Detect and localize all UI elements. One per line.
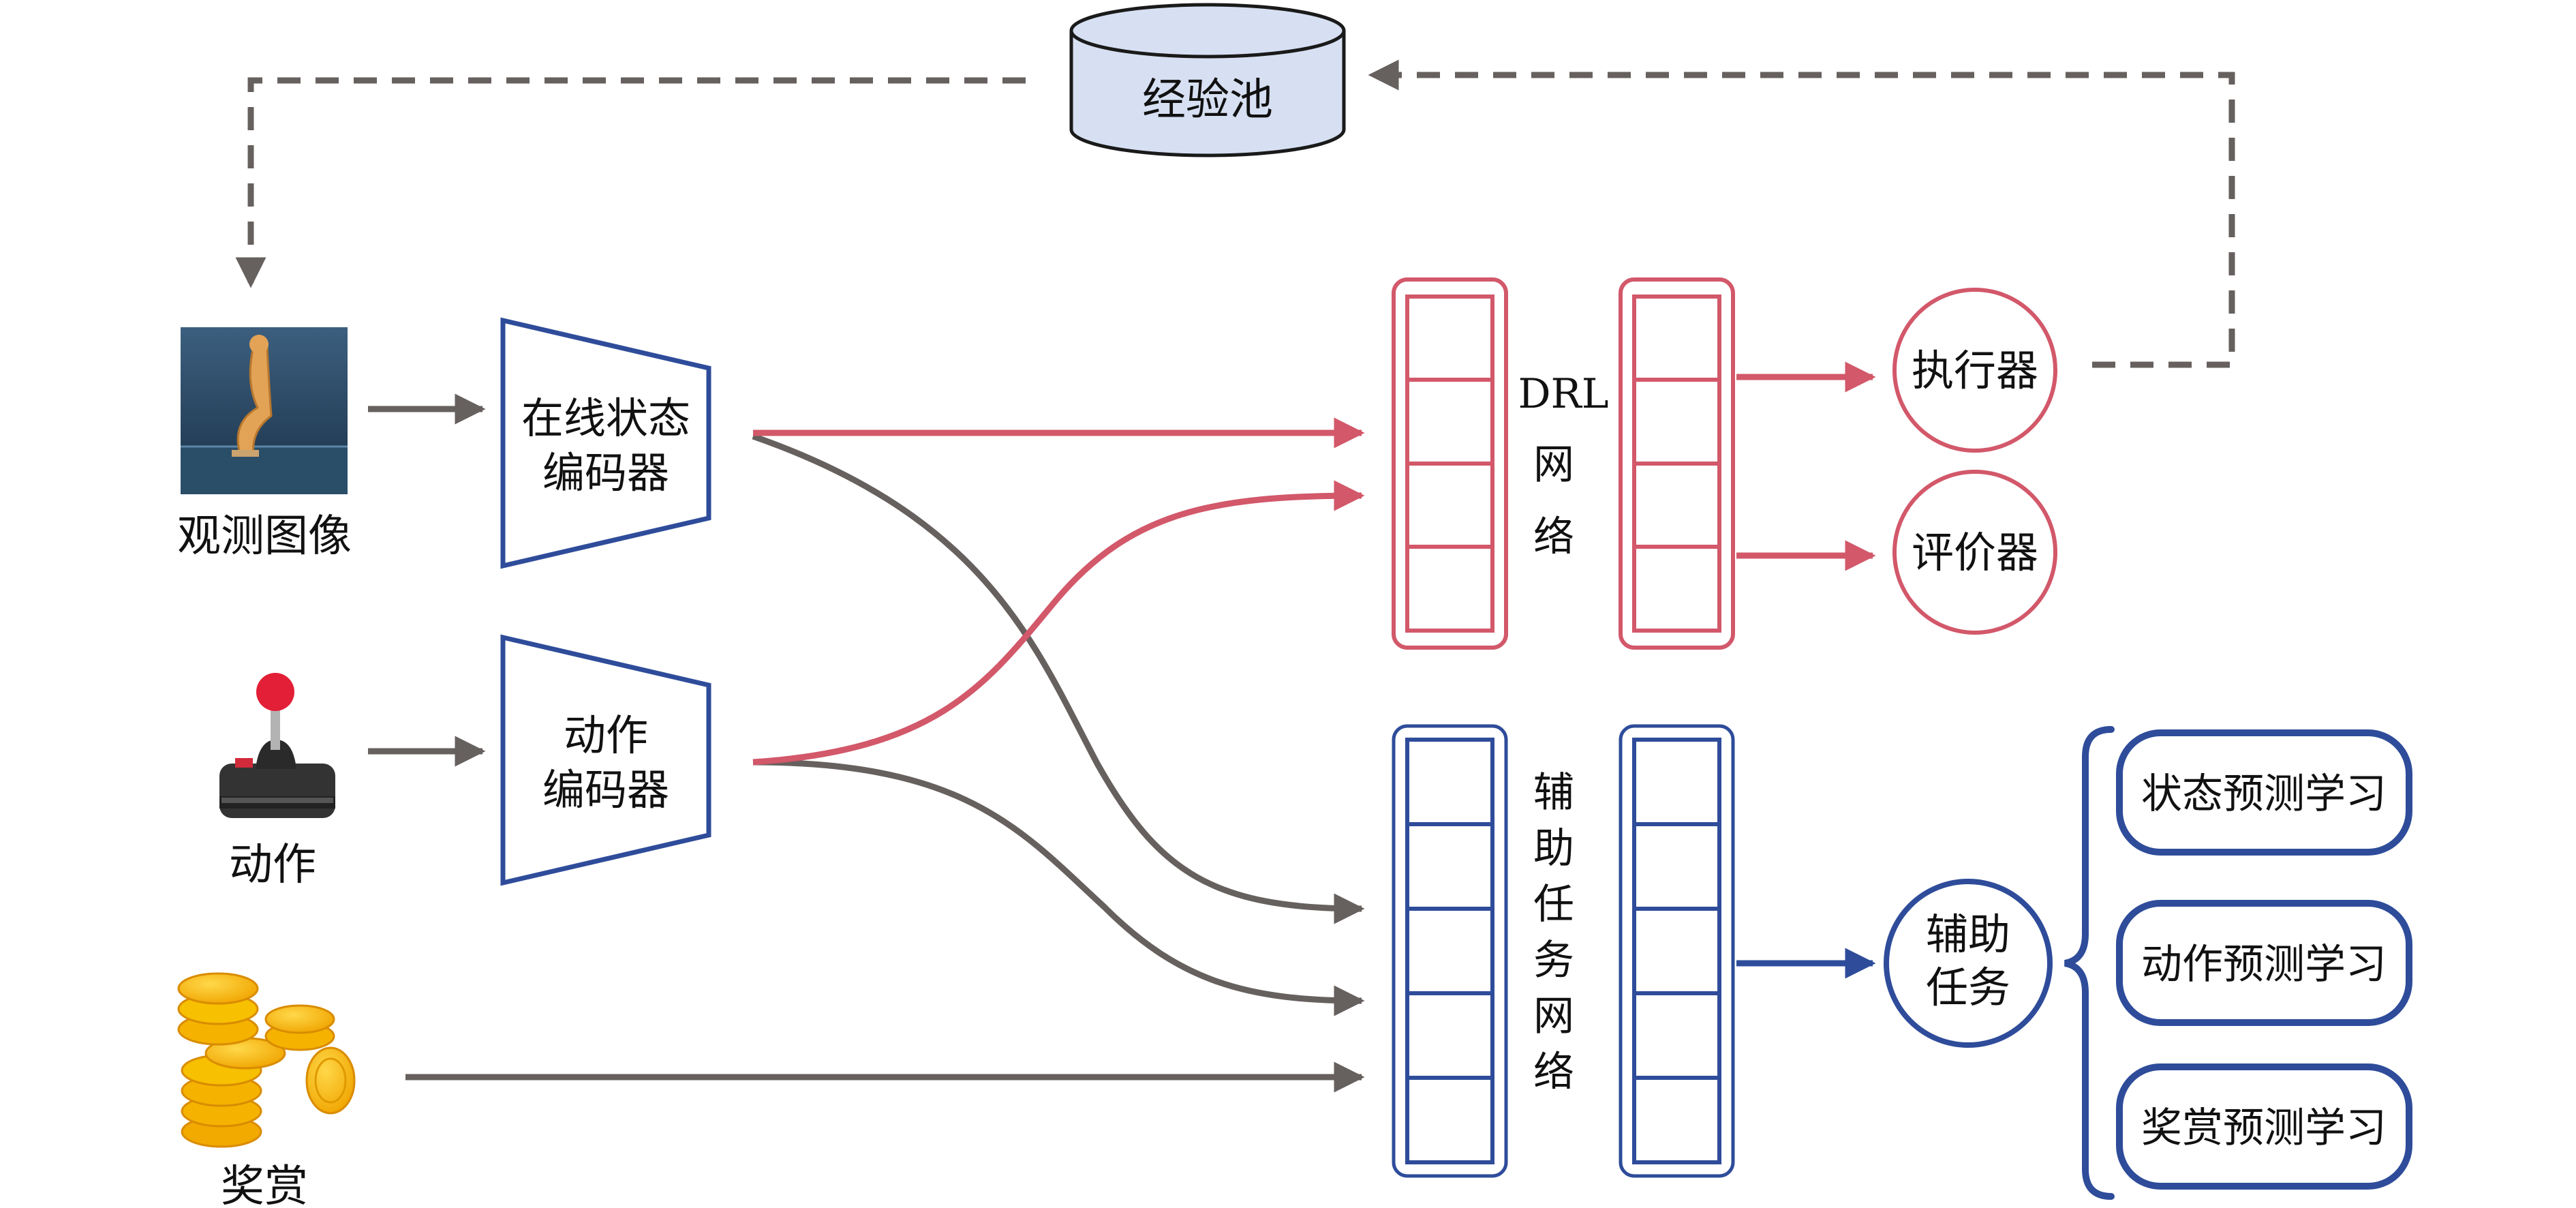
aux-network-label-line5: 网	[1533, 993, 1574, 1040]
buffer-to-observation-arrow	[235, 77, 1026, 288]
replay-buffer: 经验池	[1069, 3, 1346, 157]
drl-network-label-line2: 网	[1533, 441, 1574, 489]
critic-node: 评价器	[1892, 470, 2057, 635]
aux-network-label-line4: 务	[1533, 937, 1574, 984]
actor-node: 执行器	[1892, 288, 2057, 453]
drl-network-label-line1: DRL	[1518, 370, 1608, 418]
drl-network-label-line3: 络	[1533, 513, 1574, 561]
state-encoder-line2: 编码器	[542, 448, 669, 498]
actor-label: 执行器	[1912, 346, 2038, 395]
replay-buffer-label: 经验池	[1142, 75, 1273, 125]
aux-network-label-line6: 络	[1533, 1048, 1574, 1096]
aux-task-brace	[2064, 726, 2115, 1200]
action-label: 动作	[229, 840, 316, 890]
reward-label: 奖赏	[221, 1162, 308, 1208]
aux-network-column-1	[1392, 724, 1508, 1178]
observation-label: 观测图像	[177, 511, 352, 562]
aux-task-box-reward: 奖赏预测学习	[2116, 1063, 2412, 1190]
coins-icon	[177, 972, 356, 1148]
state-encoder-line1: 在线状态	[521, 393, 690, 443]
actor-to-buffer-arrow	[1368, 59, 2235, 368]
action-to-drl-curve	[752, 480, 1365, 766]
critic-label: 评价器	[1912, 528, 2038, 577]
aux-task-label-line2: 任务	[1926, 963, 2010, 1012]
aux-task-label-line1: 辅助	[1926, 909, 2010, 959]
aux-task-node: 辅助 任务	[1884, 879, 2053, 1048]
drl-network-column-1	[1392, 277, 1508, 650]
joystick-icon	[219, 673, 335, 818]
drl-network-column-2	[1619, 277, 1735, 650]
action-encoder-line2: 编码器	[542, 765, 669, 815]
action-to-aux-curve	[752, 759, 1365, 1016]
aux-task-reward-label: 奖赏预测学习	[2141, 1104, 2387, 1152]
aux-network-label-line2: 助	[1533, 825, 1574, 873]
action-encoder: 动作 编码器	[500, 634, 711, 886]
aux-task-box-state: 状态预测学习	[2116, 729, 2412, 856]
observation-image	[181, 327, 348, 494]
aux-network-column-2	[1619, 724, 1735, 1178]
aux-network-label-line1: 辅	[1533, 769, 1574, 817]
aux-task-state-label: 状态预测学习	[2141, 770, 2387, 818]
aux-task-action-label: 动作预测学习	[2141, 941, 2387, 988]
aux-task-box-action: 动作预测学习	[2116, 900, 2412, 1026]
state-to-aux-curve	[752, 433, 1365, 924]
state-encoder: 在线状态 编码器	[500, 317, 711, 569]
action-encoder-line1: 动作	[564, 710, 648, 760]
aux-network-label-line3: 任	[1533, 881, 1574, 928]
